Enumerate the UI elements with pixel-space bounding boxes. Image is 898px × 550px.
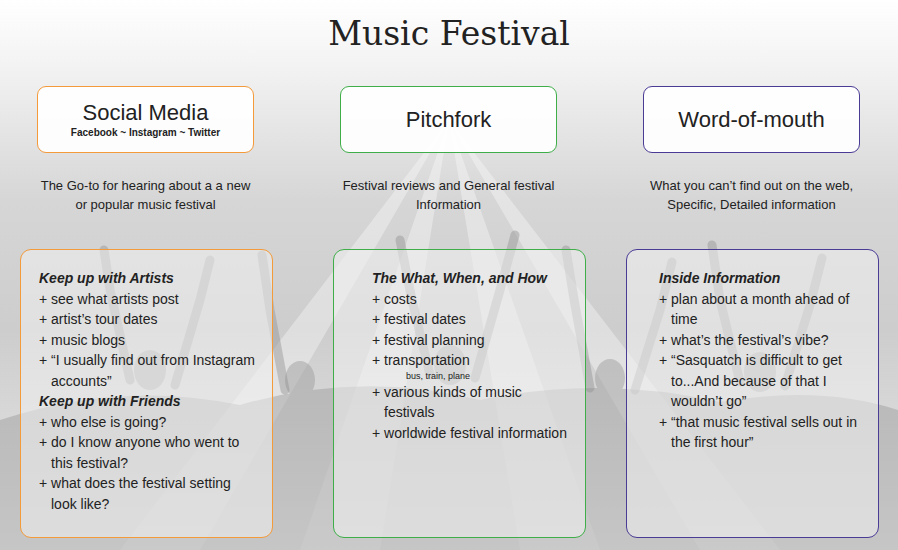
list-item: + music blogs xyxy=(39,330,260,351)
list-item: + plan about a month ahead of time xyxy=(659,289,864,330)
list-item: + festival planning xyxy=(372,330,569,351)
source-box: Social MediaFacebook ~ Instagram ~ Twitt… xyxy=(37,86,254,153)
detail-box: Inside Information+ plan about a month a… xyxy=(626,249,879,538)
list-item: + “Sasquatch is difficult to get to...An… xyxy=(659,350,864,412)
list-item: + who else is going? xyxy=(39,412,260,433)
list-item: + festival dates xyxy=(372,309,569,330)
detail-box: The What, When, and How+ costs+ festival… xyxy=(333,249,586,538)
source-description: Festival reviews and General festival In… xyxy=(330,176,567,214)
source-description: What you can’t find out on the web, Spec… xyxy=(628,176,875,214)
box-heading: Social Media xyxy=(83,100,209,126)
list-item: + “that music festival sells out in the … xyxy=(659,412,864,453)
list-item: + costs xyxy=(372,289,569,310)
list-item: + various kinds of music festivals xyxy=(372,382,569,423)
list-item: + transportation xyxy=(372,350,569,371)
box-subheading: Facebook ~ Instagram ~ Twitter xyxy=(71,126,220,139)
list-item: + see what artists post xyxy=(39,289,260,310)
diagram-title: Music Festival xyxy=(0,14,898,53)
list-heading: Keep up with Friends xyxy=(39,391,260,412)
box-heading: Word-of-mouth xyxy=(678,107,824,133)
list-heading: Inside Information xyxy=(659,268,864,289)
detail-box: Keep up with Artists+ see what artists p… xyxy=(20,249,273,538)
list-item: + “I usually find out from Instagram acc… xyxy=(39,350,260,391)
list-item: + do I know anyone who went to this fest… xyxy=(39,432,260,473)
source-box: Pitchfork xyxy=(340,86,557,153)
list-item: + artist’s tour dates xyxy=(39,309,260,330)
list-heading: Keep up with Artists xyxy=(39,268,260,289)
list-item: + worldwide festival information xyxy=(372,423,569,444)
list-item: + what does the festival setting look li… xyxy=(39,473,260,514)
list-note: bus, train, plane xyxy=(372,371,569,382)
list-heading: The What, When, and How xyxy=(372,268,569,289)
list-item: + what’s the festival’s vibe? xyxy=(659,330,864,351)
source-box: Word-of-mouth xyxy=(643,86,860,153)
source-description: The Go-to for hearing about a a new or p… xyxy=(37,176,254,214)
box-heading: Pitchfork xyxy=(406,107,492,133)
